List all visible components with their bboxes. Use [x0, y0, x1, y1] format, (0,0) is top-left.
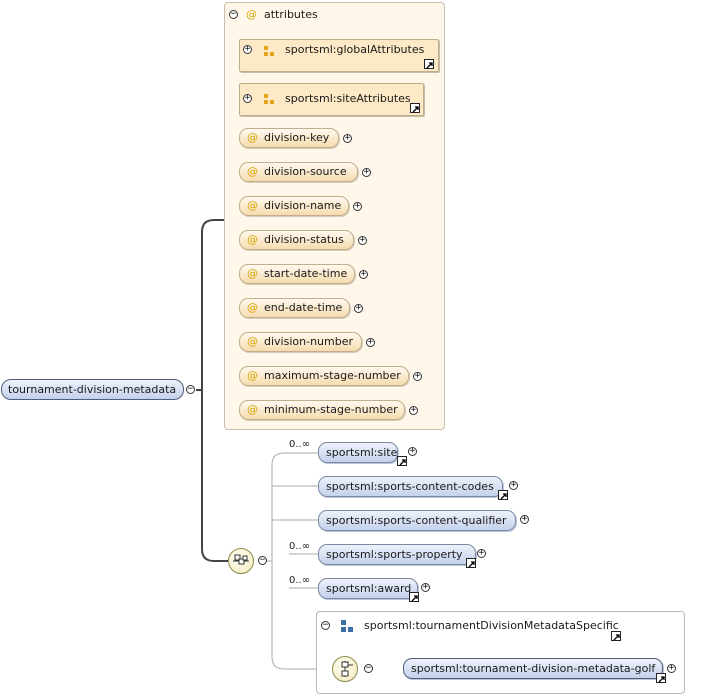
attribute-group-expand-toggle[interactable]: +: [243, 44, 252, 54]
attribute-group-site[interactable]: + sportsml:siteAttributes: [239, 83, 424, 116]
attribute-item[interactable]: @ division-name: [239, 196, 349, 216]
link-arrow-icon[interactable]: [409, 592, 419, 602]
element-label: sportsml:site: [326, 446, 398, 459]
element-label: sportsml:sports-property: [326, 548, 463, 561]
attribute-expand-toggle[interactable]: +: [366, 337, 375, 347]
element-expand-toggle[interactable]: +: [408, 446, 417, 456]
attribute-item[interactable]: @ division-key: [239, 128, 339, 148]
attribute-expand-toggle[interactable]: +: [359, 269, 368, 279]
element-sports-content-codes[interactable]: sportsml:sports-content-codes: [318, 476, 503, 497]
attribute-expand-toggle[interactable]: +: [409, 405, 418, 415]
attribute-group-icon: [264, 94, 274, 104]
element-label: sportsml:tournament-division-metadata-go…: [411, 662, 656, 675]
attribute-item[interactable]: @ division-status: [239, 230, 354, 250]
element-expand-toggle[interactable]: +: [520, 514, 529, 524]
element-sports-content-qualifier[interactable]: sportsml:sports-content-qualifier: [318, 510, 516, 531]
root-collapse-toggle[interactable]: −: [186, 384, 195, 394]
attribute-label: division-number: [264, 335, 353, 348]
element-site[interactable]: sportsml:site: [318, 442, 398, 463]
element-label: sportsml:sports-content-qualifier: [326, 514, 507, 527]
at-icon: @: [247, 199, 258, 212]
at-icon: @: [247, 369, 258, 382]
complex-type-panel: [316, 611, 685, 694]
attribute-expand-toggle[interactable]: +: [353, 201, 362, 211]
at-icon: @: [247, 403, 258, 416]
element-expand-toggle[interactable]: +: [421, 582, 430, 592]
attributes-header: attributes: [264, 8, 318, 21]
link-arrow-icon[interactable]: [611, 631, 621, 641]
attribute-group-global[interactable]: + sportsml:globalAttributes: [239, 39, 439, 72]
at-icon: @: [247, 165, 258, 178]
attribute-expand-toggle[interactable]: +: [362, 167, 371, 177]
attributes-panel: [224, 2, 445, 430]
attribute-expand-toggle[interactable]: +: [343, 133, 352, 143]
complex-type-label: sportsml:tournamentDivisionMetadataSpeci…: [364, 619, 619, 632]
sequence-compositor-icon[interactable]: [228, 548, 254, 574]
attribute-group-icon: [264, 46, 274, 56]
attribute-label: division-status: [264, 233, 344, 246]
at-icon: @: [247, 131, 258, 144]
at-icon: @: [247, 233, 258, 246]
link-arrow-icon[interactable]: [410, 103, 420, 113]
attribute-expand-toggle[interactable]: +: [354, 303, 363, 313]
attribute-item[interactable]: @ minimum-stage-number: [239, 400, 405, 420]
link-arrow-icon[interactable]: [397, 456, 407, 466]
sequence-compositor-icon[interactable]: [332, 656, 358, 682]
attribute-item[interactable]: @ end-date-time: [239, 298, 350, 318]
attribute-expand-toggle[interactable]: +: [413, 371, 422, 381]
sequence-collapse-toggle[interactable]: −: [258, 555, 267, 565]
attributes-at-icon: @: [246, 8, 257, 21]
element-expand-toggle[interactable]: +: [509, 480, 518, 490]
at-icon: @: [247, 267, 258, 280]
at-icon: @: [247, 335, 258, 348]
element-tournament-division-metadata-golf[interactable]: sportsml:tournament-division-metadata-go…: [403, 658, 663, 679]
element-label: sportsml:sports-content-codes: [326, 480, 494, 493]
cardinality-label: 0..∞: [289, 575, 311, 586]
attribute-expand-toggle[interactable]: +: [358, 235, 367, 245]
attribute-label: maximum-stage-number: [264, 369, 401, 382]
element-label: sportsml:award: [326, 582, 412, 595]
element-award[interactable]: sportsml:award: [318, 578, 418, 599]
element-expand-toggle[interactable]: +: [667, 663, 676, 673]
attribute-label: division-source: [264, 165, 347, 178]
at-icon: @: [247, 301, 258, 314]
root-element[interactable]: tournament-division-metadata: [1, 379, 184, 400]
attribute-label: end-date-time: [264, 301, 343, 314]
cardinality-label: 0..∞: [289, 541, 311, 552]
attribute-label: division-name: [264, 199, 342, 212]
attributes-collapse-toggle[interactable]: −: [229, 9, 238, 19]
attribute-item[interactable]: @ division-source: [239, 162, 358, 182]
complex-type-collapse-toggle[interactable]: −: [321, 620, 330, 630]
link-arrow-icon[interactable]: [656, 673, 666, 683]
attribute-label: minimum-stage-number: [264, 403, 398, 416]
attribute-item[interactable]: @ maximum-stage-number: [239, 366, 409, 386]
root-element-label: tournament-division-metadata: [8, 383, 177, 396]
attribute-label: start-date-time: [264, 267, 348, 280]
element-expand-toggle[interactable]: +: [477, 548, 486, 558]
sequence-collapse-toggle[interactable]: −: [364, 663, 373, 673]
attribute-item[interactable]: @ division-number: [239, 332, 362, 352]
attribute-item[interactable]: @ start-date-time: [239, 264, 355, 284]
attribute-label: division-key: [264, 131, 330, 144]
cardinality-label: 0..∞: [289, 439, 311, 450]
attribute-group-label: sportsml:globalAttributes: [285, 43, 425, 56]
link-arrow-icon[interactable]: [424, 59, 434, 69]
element-sports-property[interactable]: sportsml:sports-property: [318, 544, 476, 565]
attribute-group-expand-toggle[interactable]: +: [243, 93, 252, 103]
link-arrow-icon[interactable]: [498, 490, 508, 500]
complex-type-icon: [341, 620, 354, 633]
link-arrow-icon[interactable]: [466, 558, 476, 568]
attribute-group-label: sportsml:siteAttributes: [285, 92, 411, 105]
